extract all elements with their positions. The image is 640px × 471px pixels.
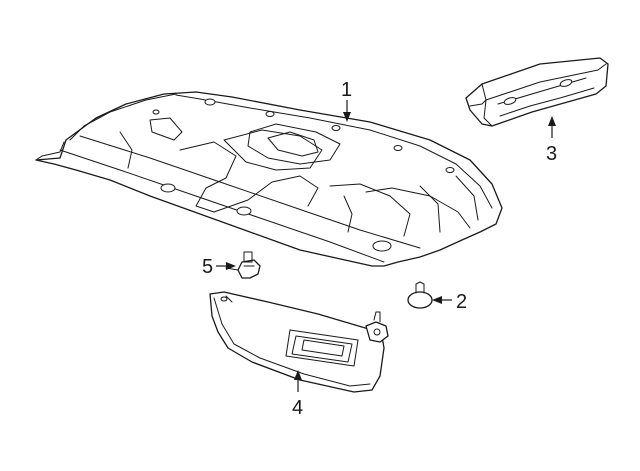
sun-visor-part[interactable] [209,291,389,393]
callout-5-label: 5 [202,256,213,278]
callout-1-label: 1 [341,79,352,101]
headliner-part[interactable] [35,91,503,267]
callout-2: 2 [432,291,467,313]
callout-3: 3 [546,116,557,165]
retainer-plug-part[interactable] [407,281,433,309]
callout-3-label: 3 [546,143,557,165]
callout-4-label: 4 [292,397,303,419]
callout-1: 1 [341,79,352,122]
overhead-console-part[interactable] [465,57,609,127]
visor-clip-part[interactable] [225,251,261,279]
callout-2-label: 2 [456,291,467,313]
callout-5: 5 [202,256,236,278]
callout-4: 4 [292,370,303,419]
